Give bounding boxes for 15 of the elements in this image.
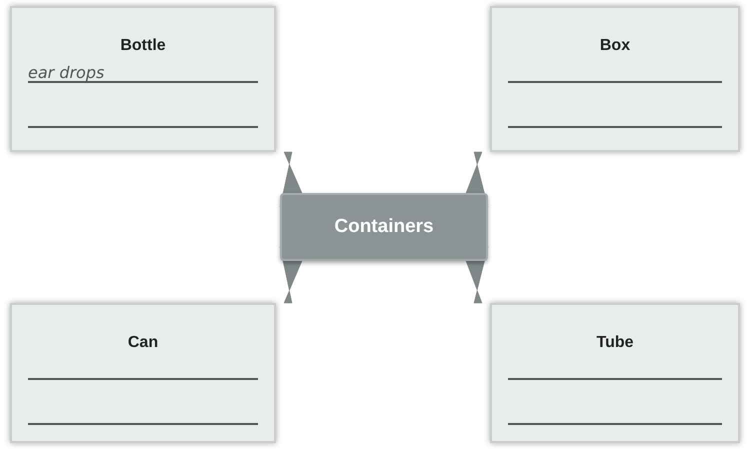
card-heading: Box <box>600 36 630 56</box>
handwritten-answer: ear drops <box>28 65 104 81</box>
category-card <box>490 6 740 152</box>
connector-wedge <box>280 152 302 208</box>
card-heading: Tube <box>596 333 634 353</box>
category-card <box>10 6 276 152</box>
card-heading: Bottle <box>120 36 166 56</box>
card-heading: Can <box>128 333 158 353</box>
connector-wedge <box>280 246 302 304</box>
category-card <box>490 303 740 443</box>
topic-label: Containers <box>334 214 434 239</box>
topic-box <box>280 193 488 261</box>
connector-wedge <box>466 246 488 304</box>
connector-wedge <box>466 152 488 208</box>
category-card <box>10 303 276 443</box>
